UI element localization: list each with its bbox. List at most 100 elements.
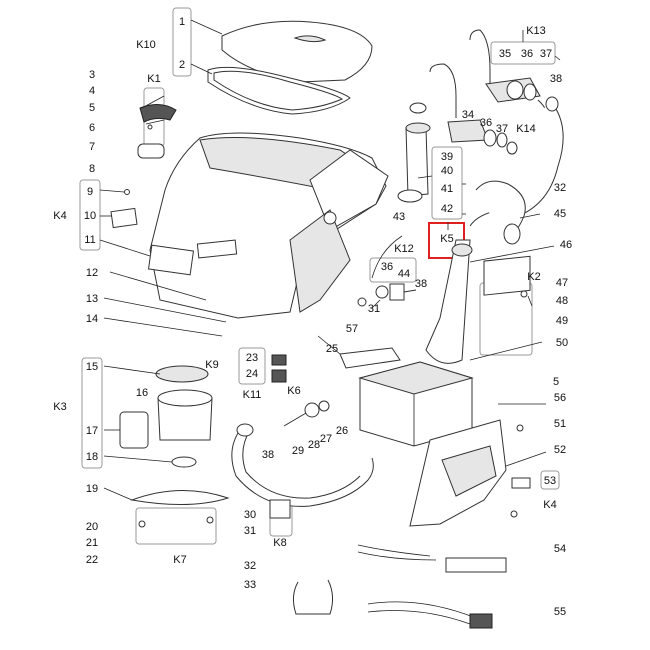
fitting-44	[389, 283, 405, 301]
fitting-stub	[403, 289, 417, 293]
label-38: 38	[550, 73, 562, 85]
filter-39	[405, 127, 429, 197]
cable-54a	[357, 544, 431, 557]
label-43: 43	[393, 211, 405, 223]
label-24: 24	[246, 368, 258, 380]
label-14: 14	[86, 313, 98, 325]
label-27: 27	[320, 433, 332, 445]
label-23: 23	[246, 352, 258, 364]
label-13: 13	[86, 293, 98, 305]
screw-57	[357, 297, 367, 307]
part-23	[271, 354, 287, 366]
group-box-k11	[238, 347, 266, 385]
ring-27	[318, 400, 330, 412]
label-34: 34	[462, 109, 474, 121]
bolt-47	[520, 290, 528, 298]
cap-k14	[506, 141, 518, 155]
panel-52-recess	[441, 445, 497, 497]
label-9: 9	[87, 186, 93, 198]
label-37: 37	[540, 48, 552, 60]
cable-55b	[367, 610, 471, 625]
bearing-28	[304, 402, 320, 418]
label-36b: 36	[480, 117, 492, 129]
label-35: 35	[499, 48, 511, 60]
label-55: 55	[554, 606, 566, 618]
connector-54	[445, 557, 507, 573]
gasket-inner	[213, 70, 344, 111]
label-20: 20	[86, 521, 98, 533]
group-box-k4	[79, 179, 101, 251]
label-6: 6	[89, 122, 95, 134]
label-19: 19	[86, 483, 98, 495]
hose-32-lower-inner	[242, 429, 361, 499]
label-4: 4	[89, 85, 95, 97]
bar-25	[339, 347, 401, 369]
washer-20	[138, 520, 146, 528]
battery-top	[358, 361, 474, 395]
label-38c: 38	[262, 449, 274, 461]
label-56: 56	[554, 392, 566, 404]
tank-knob	[323, 211, 337, 225]
screw-part	[147, 124, 153, 130]
label-31b: 31	[368, 303, 380, 315]
label-47: 47	[556, 277, 568, 289]
tank-channel	[289, 209, 351, 313]
kit-k13: K13	[526, 25, 546, 37]
label-3: 3	[89, 69, 95, 81]
k4-screw	[124, 189, 130, 195]
filter-17	[119, 411, 149, 449]
label-32b: 32	[244, 560, 256, 572]
cap-part	[137, 143, 165, 159]
ring-37b	[496, 132, 508, 148]
motor-top	[157, 389, 213, 407]
label-22: 22	[86, 554, 98, 566]
label-16: 16	[136, 387, 148, 399]
kit-k3: K3	[53, 401, 66, 413]
pipe-46	[425, 239, 471, 364]
group-box-k5	[431, 146, 463, 220]
label-28: 28	[308, 439, 320, 451]
label-7: 7	[89, 141, 95, 153]
cap-38	[545, 96, 559, 112]
tank-label-area	[196, 239, 238, 259]
label-18: 18	[86, 451, 98, 463]
washer-21	[206, 516, 214, 524]
label-33: 33	[244, 579, 256, 591]
kit-k12: K12	[394, 243, 414, 255]
label-38b: 38	[415, 278, 427, 290]
label-39: 39	[441, 151, 453, 163]
label-5b: 5	[553, 376, 559, 388]
group-box-k7	[135, 507, 217, 545]
screw-52b	[510, 510, 518, 518]
hose-32-outer	[505, 97, 564, 221]
label-53	[511, 477, 531, 489]
motor-disc-15	[155, 365, 209, 383]
leader-lines	[99, 19, 561, 501]
label-30: 30	[244, 509, 256, 521]
label-12: 12	[86, 267, 98, 279]
part-24	[271, 369, 287, 383]
group-box-k10	[172, 7, 192, 77]
kit-k1: K1	[147, 73, 160, 85]
label-32: 32	[554, 182, 566, 194]
label-40: 40	[441, 165, 453, 177]
part-number-labels: 1 2 3 4 5 6 7 8 9 10 11 12 13 14 15 16 1…	[84, 16, 572, 618]
hose-end-38	[236, 423, 254, 437]
label-57: 57	[346, 323, 358, 335]
lid-handle	[293, 35, 327, 43]
hook-part	[139, 104, 177, 123]
label-37b: 37	[496, 123, 508, 135]
label-46: 46	[560, 239, 572, 251]
ring-18	[171, 456, 197, 468]
kit-k8: K8	[273, 537, 286, 549]
label-44: 44	[398, 268, 410, 280]
k4-label-sheet	[110, 207, 138, 229]
kit-k6: K6	[287, 385, 300, 397]
ring-36b	[483, 129, 497, 147]
kit-k2: K2	[527, 271, 540, 283]
ring-k12-36	[375, 285, 389, 299]
ring-36	[506, 80, 524, 100]
ring-37	[523, 83, 537, 101]
label-41: 41	[441, 183, 453, 195]
filter-cap-40	[409, 102, 427, 114]
